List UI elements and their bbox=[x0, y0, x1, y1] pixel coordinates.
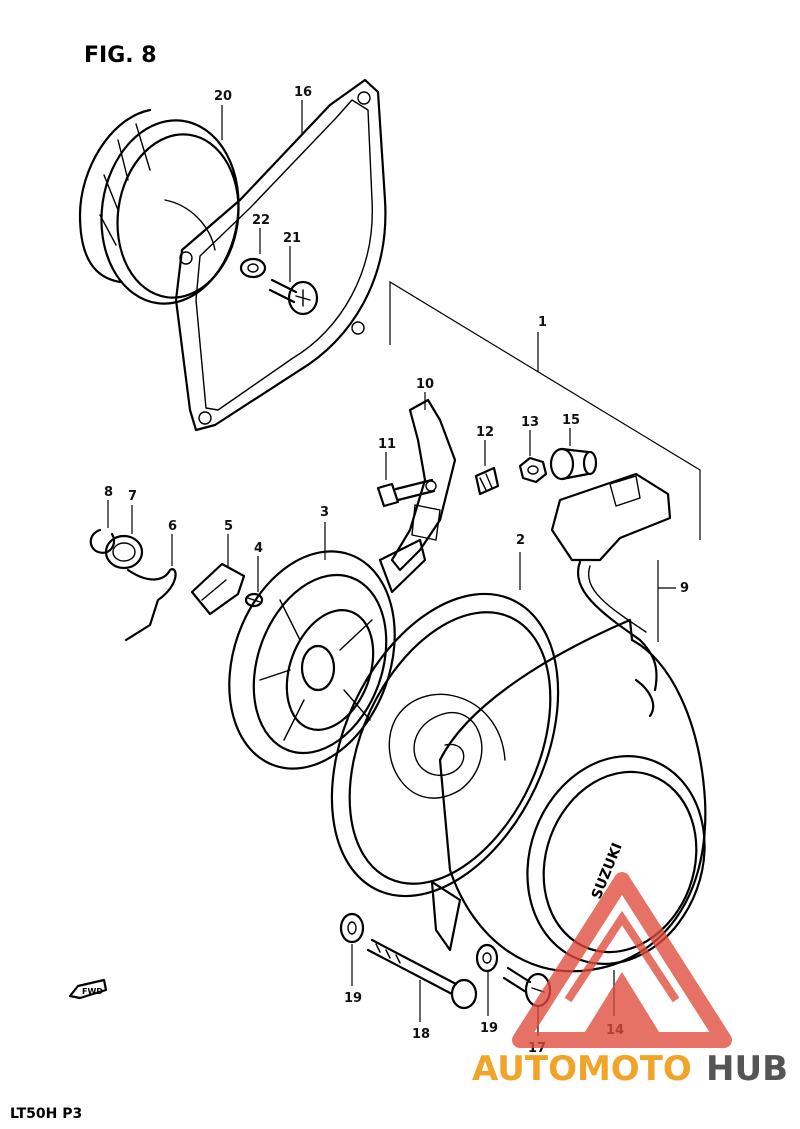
part-22-washer bbox=[239, 228, 267, 279]
callout-5: 5 bbox=[224, 519, 233, 534]
callout-11: 11 bbox=[378, 437, 396, 452]
callout-4: 4 bbox=[254, 541, 263, 556]
fwd-arrow-icon: FWD bbox=[68, 978, 108, 1000]
callout-15: 15 bbox=[562, 413, 580, 428]
callout-labels: 1 2 3 4 5 6 7 8 9 10 11 12 13 15 14 16 1… bbox=[104, 85, 689, 1056]
callout-2: 2 bbox=[516, 533, 525, 548]
watermark-text-2: HUB bbox=[706, 1049, 788, 1089]
callout-20: 20 bbox=[214, 89, 232, 104]
part-21-screw bbox=[268, 246, 319, 316]
callout-12: 12 bbox=[476, 425, 494, 440]
callout-10: 10 bbox=[416, 377, 434, 392]
part-15-collar bbox=[549, 428, 598, 481]
part-12-spring bbox=[474, 440, 500, 496]
part-3-reel bbox=[228, 522, 427, 770]
callout-3: 3 bbox=[320, 505, 329, 520]
part-4-spring bbox=[244, 556, 264, 608]
part-20-cup bbox=[78, 105, 240, 305]
part-6-spring-wire bbox=[124, 534, 177, 642]
part-19-washer-right bbox=[475, 943, 499, 1016]
callout-8: 8 bbox=[104, 485, 113, 500]
fwd-label: FWD bbox=[82, 987, 103, 996]
callout-19-left: 19 bbox=[344, 991, 362, 1006]
callout-6: 6 bbox=[168, 519, 177, 534]
part-11-bolt bbox=[376, 452, 436, 508]
callout-7: 7 bbox=[128, 489, 137, 504]
part-9-handle bbox=[550, 472, 676, 692]
part-7-ring bbox=[104, 505, 144, 570]
callout-18: 18 bbox=[412, 1027, 430, 1042]
part-16-gasket bbox=[174, 78, 387, 432]
callout-16: 16 bbox=[294, 85, 312, 100]
figure-title: FIG. 8 bbox=[84, 43, 157, 68]
callout-19-right: 19 bbox=[480, 1021, 498, 1036]
model-code: LT50H P3 bbox=[10, 1106, 82, 1122]
callout-9: 9 bbox=[680, 581, 689, 596]
callout-1: 1 bbox=[538, 315, 547, 330]
part-8-clip bbox=[89, 500, 116, 554]
callout-13: 13 bbox=[521, 415, 539, 430]
part-19-washer-left bbox=[339, 912, 365, 986]
watermark-logo bbox=[512, 872, 732, 1048]
part-1-bracket bbox=[389, 280, 701, 540]
part-18-long-bolt bbox=[366, 938, 478, 1022]
watermark-text-1: AUTOMOTO bbox=[472, 1049, 692, 1089]
part-2-spring-case bbox=[330, 552, 560, 898]
part-5-ratchet bbox=[190, 534, 246, 616]
callout-22: 22 bbox=[252, 213, 270, 228]
callout-21: 21 bbox=[283, 231, 301, 246]
part-13-nut bbox=[518, 430, 548, 484]
